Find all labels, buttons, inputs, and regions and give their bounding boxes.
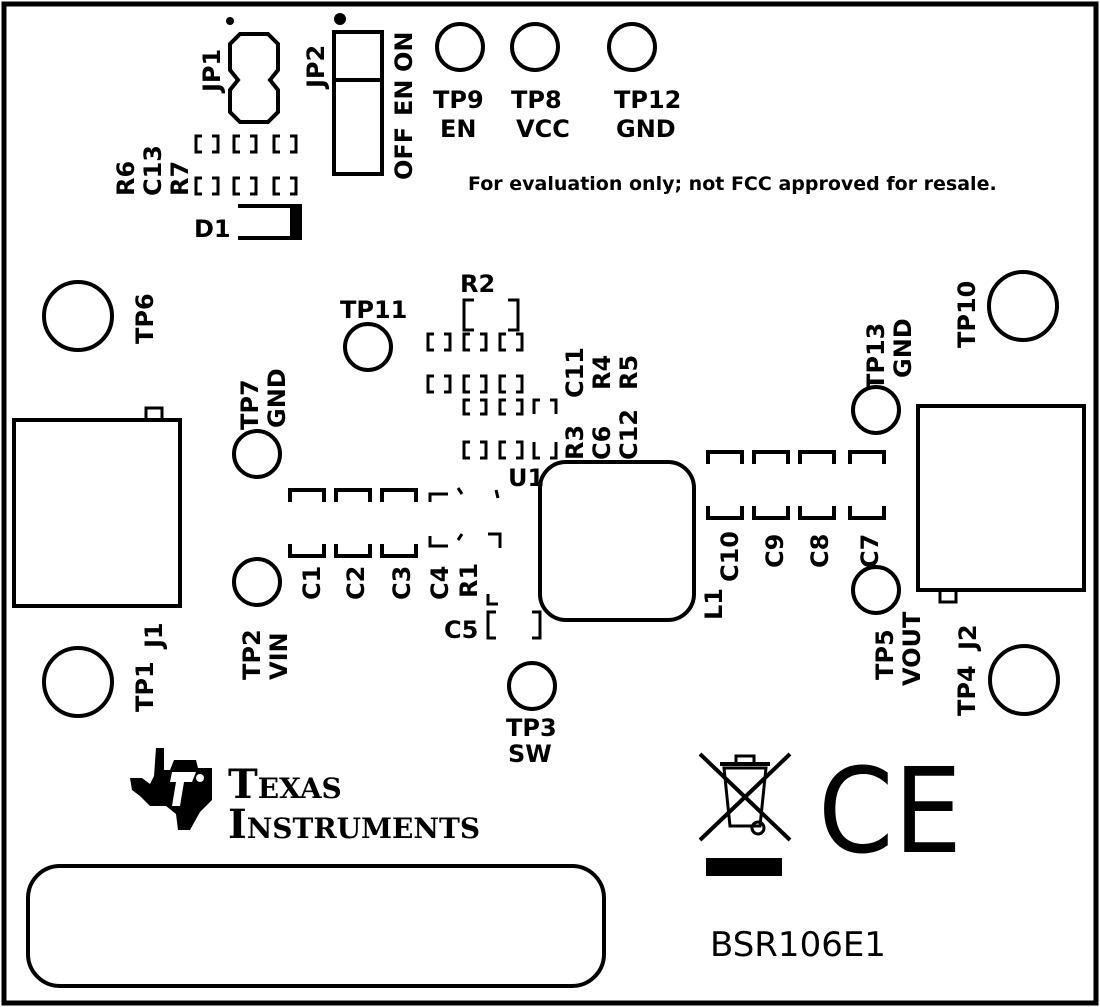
r6-c13-r7-pads: R6 C13 R7	[112, 134, 298, 196]
c7-label: C7	[856, 534, 884, 568]
u1-ic: U1 L1	[508, 460, 728, 622]
tp12-net-label: GND	[616, 115, 676, 143]
tp10-test-point: TP10	[953, 270, 1059, 348]
board-id: BSR106E1	[710, 925, 886, 965]
tp5-label: TP5	[871, 629, 899, 680]
jp2-label: JP2	[302, 45, 330, 90]
jp2-jumper: JP2 OFF EN ON	[302, 13, 418, 180]
r7-label: R7	[166, 161, 194, 196]
jp1-jumper: JP1	[198, 17, 280, 124]
tp1-label: TP1	[131, 661, 159, 712]
c9-label: C9	[761, 534, 789, 568]
c13-label: C13	[139, 145, 167, 196]
tp8-net-label: VCC	[516, 115, 570, 143]
tp8-label: TP8	[511, 86, 562, 114]
j2-label: J2	[954, 624, 982, 652]
tp5-net-label: VOUT	[898, 611, 926, 686]
tp13-net-label: GND	[889, 318, 917, 378]
tp10-label: TP10	[953, 281, 981, 348]
tp12-label: TP12	[614, 86, 681, 114]
tp1-test-point: TP1	[42, 646, 159, 718]
tp8-test-point: TP8 VCC	[510, 22, 570, 143]
c1-label: C1	[298, 566, 326, 600]
r5-label: R5	[615, 355, 643, 390]
ti-wordmark-line1: Texas	[228, 761, 342, 808]
c4-label: C4	[426, 566, 454, 600]
c8-label: C8	[806, 534, 834, 568]
tp11-label: TP11	[340, 296, 407, 324]
tp5-test-point: TP5 VOUT	[851, 565, 926, 686]
c10-label: C10	[716, 531, 744, 582]
tp4-label: TP4	[953, 665, 981, 716]
tp9-net-label: EN	[440, 115, 476, 143]
tp7-label: TP7	[236, 379, 264, 430]
c12-label: C12	[615, 409, 643, 460]
ti-logo: Texas Instruments	[17, 748, 480, 848]
tp2-net-label: VIN	[265, 632, 293, 680]
jp2-off-label: OFF	[390, 127, 418, 180]
r2-resistor: R2	[460, 270, 520, 332]
feedback-passives-pads: C11 R4 R5 R3 C6 C12	[426, 332, 643, 460]
tp2-label: TP2	[238, 629, 266, 680]
c5-capacitor: C5	[444, 610, 542, 644]
c3-label: C3	[388, 566, 416, 600]
ce-mark: CE	[818, 742, 962, 880]
tp6-label: TP6	[131, 293, 159, 344]
tp3-label: TP3	[506, 714, 557, 742]
jp2-en-label: EN	[390, 80, 418, 116]
l1-label: L1	[700, 588, 728, 620]
ti-logo-icon	[130, 748, 212, 830]
tp2-test-point: TP2 VIN	[232, 557, 293, 680]
tp3-test-point: TP3 SW	[506, 661, 557, 768]
ti-wordmark-line2: Instruments	[228, 801, 480, 848]
evaluation-note: For evaluation only; not FCC approved fo…	[468, 173, 997, 195]
r6-label: R6	[112, 161, 140, 196]
c5-label: C5	[444, 616, 478, 644]
tp6-test-point: TP6	[42, 280, 159, 352]
tp9-label: TP9	[433, 86, 484, 114]
output-capacitors: C10 C9 C8 C7	[706, 450, 886, 582]
d1-diode: D1	[194, 204, 302, 243]
input-capacitors: C1 C2 C3 C4	[288, 487, 464, 600]
tp3-net-label: SW	[508, 740, 552, 768]
weee-crossed-bin-icon	[698, 752, 792, 876]
r1-resistor: R1	[455, 489, 502, 606]
d1-label: D1	[194, 215, 231, 243]
tp11-test-point: TP11	[340, 296, 407, 372]
tp7-test-point: TP7 GND	[232, 368, 291, 479]
tp12-test-point: TP12 GND	[607, 22, 681, 143]
tp9-test-point: TP9 EN	[433, 22, 485, 143]
r2-label: R2	[460, 270, 495, 298]
label-area	[26, 864, 606, 988]
tp7-net-label: GND	[263, 368, 291, 428]
j1-label: J1	[140, 622, 168, 650]
tp4-test-point: TP4	[953, 644, 1060, 716]
r3-label: R3	[561, 425, 589, 460]
jp2-on-label: ON	[390, 32, 418, 73]
c6-label: C6	[588, 426, 616, 460]
j2-connector: J2	[916, 404, 1086, 652]
u1-label: U1	[508, 464, 544, 492]
r4-label: R4	[588, 355, 616, 390]
c2-label: C2	[342, 566, 370, 600]
j1-connector: J1	[12, 406, 182, 650]
tp13-test-point: TP13 GND	[851, 318, 917, 435]
tp13-label: TP13	[862, 323, 890, 390]
jp1-label: JP1	[198, 49, 226, 94]
c11-label: C11	[561, 347, 589, 398]
r1-label: R1	[455, 563, 483, 598]
